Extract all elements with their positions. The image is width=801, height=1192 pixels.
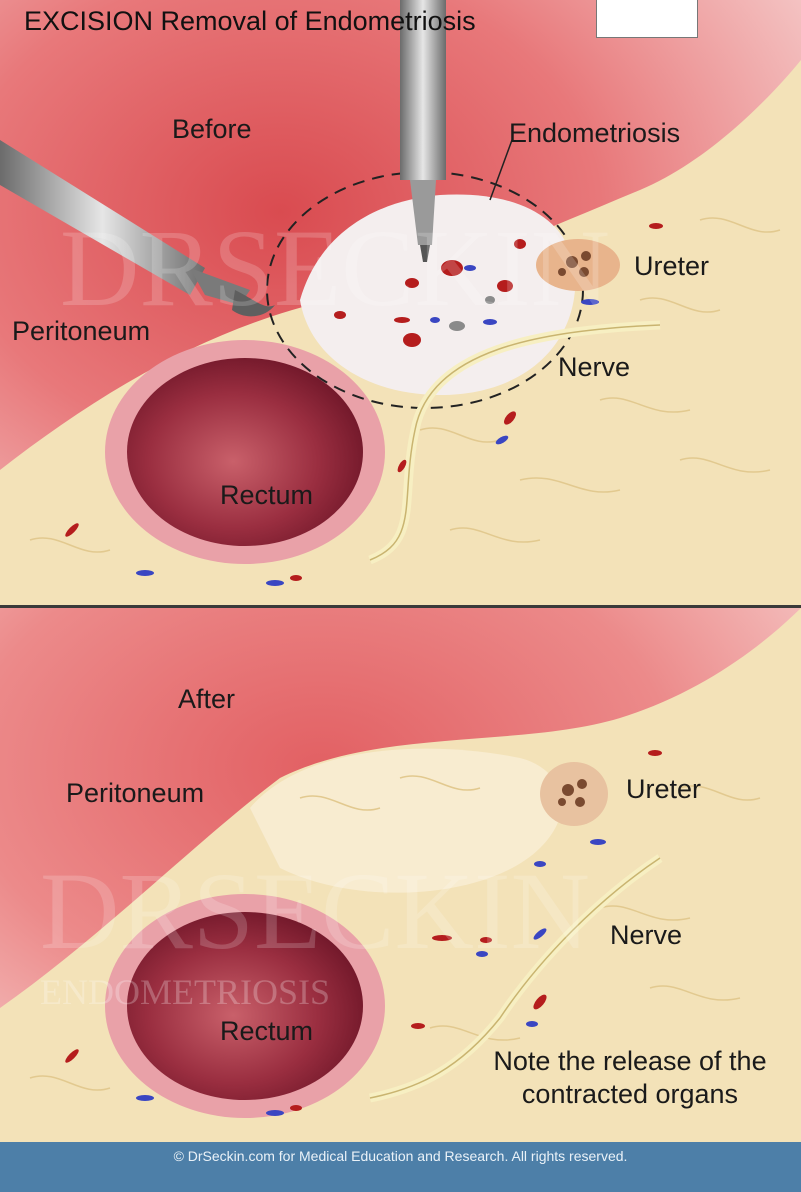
page-title: EXCISION Removal of Endometriosis — [24, 6, 476, 36]
watermark-subtitle: ENDOMETRIOSIS — [40, 972, 330, 1012]
endometriosis-leader — [489, 139, 513, 201]
ureter-label: Ureter — [634, 251, 710, 281]
nerve-label: Nerve — [558, 352, 631, 382]
ureter-after — [540, 762, 608, 826]
vertical-instrument — [400, 0, 446, 180]
rectum-label-after: Rectum — [220, 1016, 314, 1046]
released-tissue — [250, 748, 562, 893]
footer-bar — [0, 1142, 801, 1192]
ureter-label-after: Ureter — [626, 774, 702, 804]
blood-vessels — [65, 223, 663, 586]
ureter — [536, 239, 620, 291]
endometriosis-label: Endometriosis — [509, 118, 681, 148]
release-note-line1: Note the release of the — [493, 1046, 767, 1076]
panel-divider — [0, 605, 801, 608]
before-illustration: DRSECKIN — [0, 0, 801, 606]
watermark-brand-after: DRSECKIN — [40, 850, 590, 972]
after-heading: After — [178, 684, 236, 714]
rectum-label: Rectum — [220, 480, 314, 510]
rectum-lumen — [127, 358, 363, 546]
nerve-label-after: Nerve — [610, 920, 683, 950]
copyright-text: © DrSeckin.com for Medical Education and… — [173, 1148, 628, 1164]
ureter-lumen — [558, 251, 591, 277]
watermark-brand: DRSECKIN — [60, 207, 610, 329]
before-heading: Before — [172, 114, 252, 144]
before-panel: DRSECKIN EXCISION Removal of Endometrios… — [0, 0, 801, 606]
after-panel: DRSECKIN ENDOMETRIOSIS After Peritoneum … — [0, 608, 801, 1142]
title-logo-box — [596, 0, 698, 38]
release-note: Note the release of the contracted organ… — [470, 1045, 790, 1111]
tissue-texture — [29, 217, 781, 553]
blood-vessels-after — [65, 750, 662, 1116]
lesion-spots — [334, 239, 526, 347]
grasper-instrument — [0, 140, 275, 317]
peritoneum-label: Peritoneum — [12, 316, 151, 346]
release-note-line2: contracted organs — [521, 1079, 739, 1109]
tissue-texture-after — [29, 775, 761, 1091]
peritoneum-label-after: Peritoneum — [66, 778, 205, 808]
rectum-lumen-after — [127, 912, 363, 1100]
ureter-lumen-after — [558, 779, 587, 807]
after-illustration: DRSECKIN ENDOMETRIOSIS — [0, 608, 801, 1142]
